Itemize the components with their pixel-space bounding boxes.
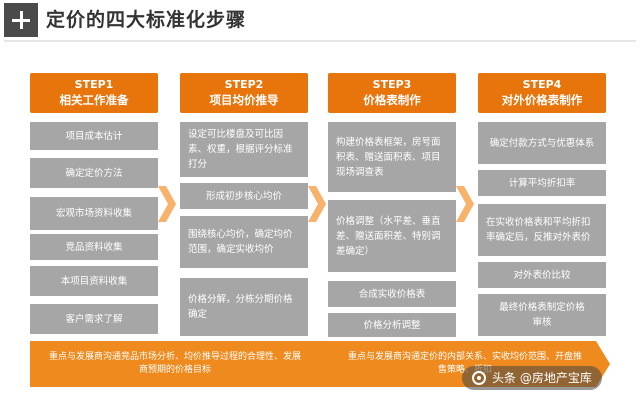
- step2-title: 项目均价推导: [209, 93, 279, 107]
- chevron-right-icon: [456, 186, 474, 222]
- step2-item: 围绕核心均价，确定均价范围，确定实收均价: [180, 216, 308, 268]
- step4-item: 最终价格表制定价格审核: [478, 294, 606, 336]
- page-title: 定价的四大标准化步骤: [46, 9, 247, 31]
- bottom-note-left: 重点与发展商沟通竞品市场分析、均价推导过程的合理性、发展 商预期的价格目标: [30, 341, 330, 387]
- step3-title: 价格表制作: [363, 93, 421, 107]
- step1-item: 项目成本估计: [30, 122, 158, 150]
- chevron-right-icon: [158, 186, 176, 222]
- plus-icon: [4, 3, 38, 37]
- chevron-right-icon: [308, 186, 326, 222]
- step4-item: 对外表价比较: [478, 262, 606, 288]
- watermark-text: 头条 @房地产宝库: [492, 371, 592, 385]
- step1-label: STEP1: [74, 78, 114, 91]
- step1-item: 本项目资料收集: [30, 266, 158, 296]
- step4-item: 计算平均折扣率: [478, 170, 606, 196]
- step2-item: 设定可比楼盘及可比因素、权重，根据评分标准打分: [180, 122, 308, 177]
- watermark-logo-icon: [472, 371, 486, 385]
- step1-item: 确定定价方法: [30, 158, 158, 188]
- step3-item: 构建价格表框架，房号面积表、赠送面积表、项目现场调查表: [328, 122, 456, 192]
- step3-label: STEP3: [372, 78, 412, 91]
- title-divider: [4, 40, 636, 42]
- step2-label: STEP2: [224, 78, 264, 91]
- step1-header: STEP1 相关工作准备: [30, 73, 158, 113]
- step3-item: 价格分析调整: [328, 313, 456, 337]
- bottom-note-right: 重点与发展商沟通定价的内部关系、实收均价范围、开盘推售策略、折扣: [310, 341, 610, 387]
- step2-item: 形成初步核心均价: [180, 183, 308, 209]
- step1-title: 相关工作准备: [59, 93, 129, 107]
- step3-header: STEP3 价格表制作: [328, 73, 456, 113]
- step3-item: 价格调整（水平差、垂直差、赠送面积差、特别调差确定）: [328, 200, 456, 272]
- step1-item: 客户需求了解: [30, 304, 158, 334]
- watermark: 头条 @房地产宝库: [462, 366, 602, 390]
- step4-label: STEP4: [522, 78, 562, 91]
- step2-header: STEP2 项目均价推导: [180, 73, 308, 113]
- step4-item: 确定付款方式与优惠体系: [478, 122, 606, 164]
- step3-item: 合成实收价格表: [328, 281, 456, 307]
- step4-header: STEP4 对外价格表制作: [478, 73, 606, 113]
- step4-title: 对外价格表制作: [501, 93, 583, 107]
- step4-item: 在实收价格表和平均折扣率确定后，反推对外表价: [478, 204, 606, 256]
- step2-item: 价格分解，分栋分期价格确定: [180, 278, 308, 336]
- step1-item: 宏观市场资料收集: [30, 197, 158, 230]
- step1-item: 竞品资料收集: [30, 234, 158, 260]
